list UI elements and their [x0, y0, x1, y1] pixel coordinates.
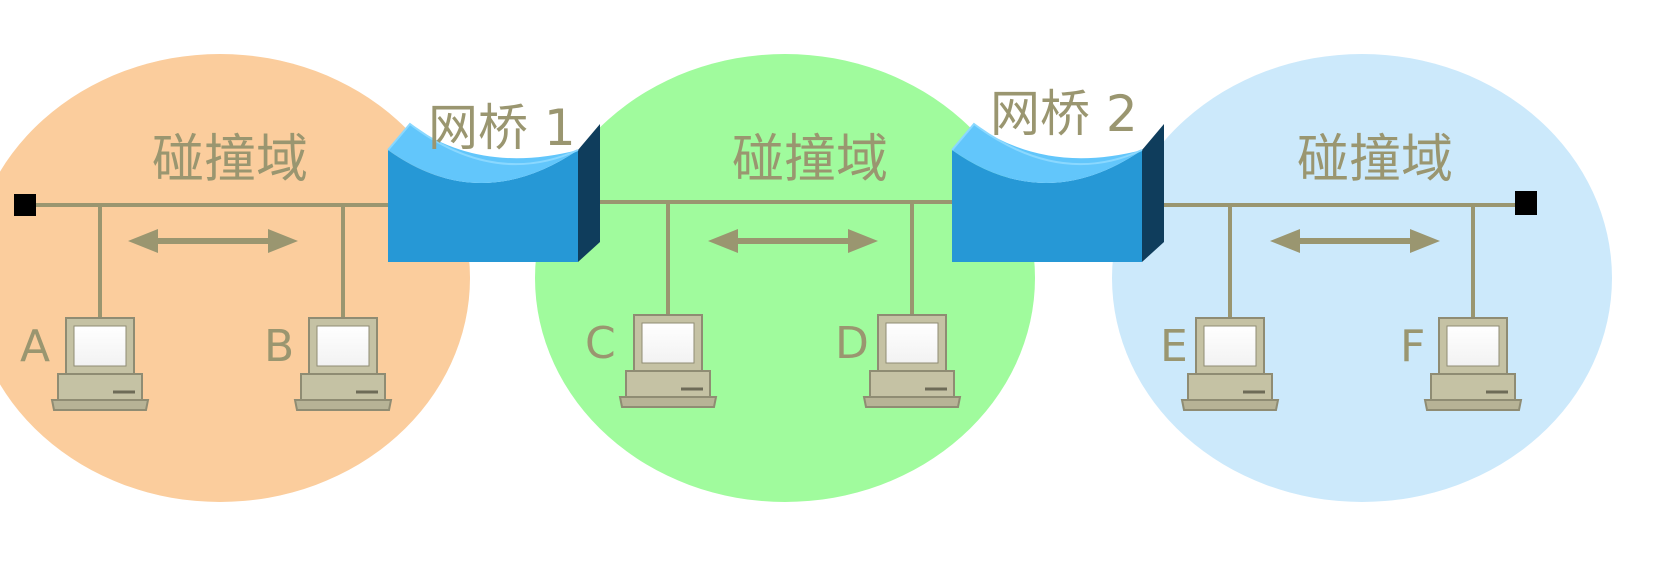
computer-d-icon: [862, 314, 962, 408]
collision-domain-right: [1112, 54, 1612, 502]
diagram-labels: 碰撞域 碰撞域 碰撞域 网桥 1 网桥 2 A B C D E F: [20, 85, 1453, 372]
bidirectional-arrows: [128, 229, 1440, 253]
host-label-e: E: [1160, 321, 1188, 372]
host-label-b: B: [264, 321, 294, 372]
bridge-2-label: 网桥 2: [990, 85, 1138, 143]
drop-cables: [98, 202, 1475, 318]
collision-domain-label-middle: 碰撞域: [732, 130, 888, 190]
host-label-a: A: [20, 321, 50, 372]
collision-domain-left: [0, 54, 470, 502]
bridge-2-icon: [951, 122, 1164, 262]
arrow-left-domain: [128, 229, 298, 253]
collision-domain-middle: [535, 54, 1035, 502]
terminator-left: [14, 194, 36, 216]
computer-a-icon: [50, 317, 150, 411]
collision-domain-label-right: 碰撞域: [1297, 130, 1453, 190]
bridge-1-icon: [387, 122, 600, 262]
arrow-right-domain: [1270, 229, 1440, 253]
arrow-middle-domain: [708, 229, 878, 253]
host-label-d: D: [835, 318, 869, 369]
computer-f-icon: [1423, 317, 1523, 411]
computer-c-icon: [618, 314, 718, 408]
host-label-f: F: [1400, 321, 1425, 372]
network-bus: [24, 200, 1525, 207]
collision-domain-label-left: 碰撞域: [152, 130, 308, 190]
computer-b-icon: [293, 317, 393, 411]
host-label-c: C: [585, 318, 616, 369]
terminator-right: [1515, 191, 1537, 215]
bridge-1-label: 网桥 1: [428, 99, 576, 157]
computer-e-icon: [1180, 317, 1280, 411]
